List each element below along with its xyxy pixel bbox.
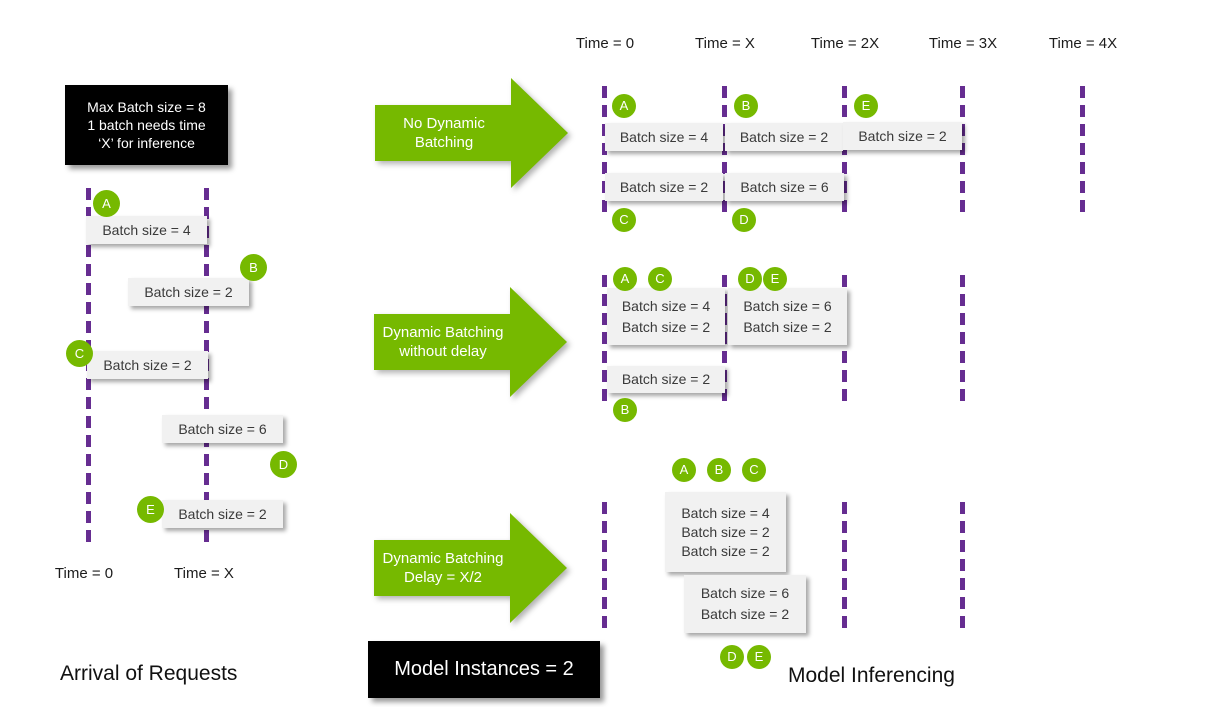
model-inferencing-title: Model Inferencing [788,664,955,687]
s1-batch-box-b: Batch size = 2 [725,123,843,151]
s3-badge-b: B [707,458,731,482]
s2-batch-box-de-line-2: Batch size = 2 [743,318,832,335]
request-box-e: Batch size = 2 [162,500,283,528]
s2-badge-e: E [763,267,787,291]
time-label-0: Time = 0 [575,35,635,52]
s1-batch-box-a: Batch size = 4 [605,123,723,151]
s2-batch-box-de-line-1: Batch size = 6 [743,297,832,314]
s2-batch-box-ac: Batch size = 4 Batch size = 2 [607,288,725,345]
s3-batch-box-abc-line-2: Batch size = 2 [681,523,770,540]
s2-timeline-line-0 [602,275,607,401]
s1-timeline-line-0 [602,86,607,212]
s2-batch-box-ac-line-2: Batch size = 2 [621,318,711,335]
left-time-label-x: Time = X [174,565,234,582]
s3-badge-a: A [672,458,696,482]
time-label-3x: Time = 3X [928,35,998,52]
arrow-label-line-1: No Dynamic [403,115,485,132]
arrow-dynamic-batching-no-delay: Dynamic Batching without delay [374,287,567,397]
s1-batch-box-c: Batch size = 2 [605,173,723,201]
s1-badge-c: C [612,208,636,232]
arrow-dynamic-batching-delay: Dynamic Batching Delay = X/2 [374,513,567,623]
s2-batch-box-b: Batch size = 2 [607,366,725,393]
request-box-d: Batch size = 6 [162,415,283,443]
s3-badge-d: D [720,645,744,669]
request-badge-e: E [137,496,164,523]
s2-timeline-line-3x [960,275,965,401]
model-instances-box: Model Instances = 2 [368,641,600,698]
s3-batch-box-abc-line-1: Batch size = 4 [681,504,770,521]
request-badge-d: D [270,451,297,478]
s2-badge-b: B [613,398,637,422]
s1-badge-e: E [854,94,878,118]
time-label-4x: Time = 4X [1048,35,1118,52]
arrow-label-line-2: Batching [414,134,474,151]
s3-badge-e: E [747,645,771,669]
s1-badge-d: D [732,208,756,232]
info-line-2: 1 batch needs time [87,117,206,133]
arrow-right-icon [374,287,567,397]
s1-batch-box-d: Batch size = 6 [725,173,844,201]
arrow-label-line-1: Dynamic Batching [382,324,504,341]
info-line-1: Max Batch size = 8 [87,99,206,115]
max-batch-info-box: Max Batch size = 8 1 batch needs time ‘X… [65,85,228,165]
arrow-right-icon [375,78,568,188]
s3-batch-box-abc-line-3: Batch size = 2 [681,542,770,559]
s2-badge-c: C [648,267,672,291]
arrow-no-dynamic-batching: No Dynamic Batching [375,78,568,188]
arrow-label: Dynamic Batching Delay = X/2 [374,513,512,623]
s1-batch-box-e: Batch size = 2 [843,122,962,150]
time-label-2x: Time = 2X [810,35,880,52]
arrival-of-requests-title: Arrival of Requests [60,662,238,685]
s1-timeline-line-3x [960,86,965,212]
request-badge-a: A [93,190,120,217]
s3-batch-box-de-line-1: Batch size = 6 [700,585,790,601]
s2-batch-box-de: Batch size = 6 Batch size = 2 [728,288,847,345]
s1-badge-b: B [734,94,758,118]
time-label-x: Time = X [695,35,755,52]
arrow-label: No Dynamic Batching [375,78,513,188]
arrow-right-icon [374,513,567,623]
s2-badge-d: D [738,267,762,291]
s2-batch-box-ac-line-1: Batch size = 4 [621,297,711,314]
s2-badge-a: A [613,267,637,291]
s3-timeline-line-2x [842,502,847,628]
left-time-label-0: Time = 0 [54,565,114,582]
info-line-3: ‘X’ for inference [98,135,195,151]
arrow-label-line-2: without delay [399,343,487,360]
arrow-label-line-2: Delay = X/2 [404,569,482,586]
s1-timeline-line-4x [1080,86,1085,212]
request-box-c: Batch size = 2 [87,351,208,379]
s3-timeline-line-3x [960,502,965,628]
request-badge-b: B [240,254,267,281]
arrow-label: Dynamic Batching without delay [374,287,512,397]
s1-badge-a: A [612,94,636,118]
s3-batch-box-de: Batch size = 6 Batch size = 2 [684,575,806,633]
s3-badge-c: C [742,458,766,482]
s3-timeline-line-0 [602,502,607,628]
s3-batch-box-abc: Batch size = 4 Batch size = 2 Batch size… [665,492,786,572]
s1-timeline-line-x [722,86,727,212]
request-box-b: Batch size = 2 [128,278,249,306]
s3-batch-box-de-line-2: Batch size = 2 [700,606,790,622]
request-box-a: Batch size = 4 [86,216,207,244]
arrow-label-line-1: Dynamic Batching [382,550,504,567]
request-badge-c: C [66,340,93,367]
max-batch-info-text: Max Batch size = 8 1 batch needs time ‘X… [65,85,228,165]
